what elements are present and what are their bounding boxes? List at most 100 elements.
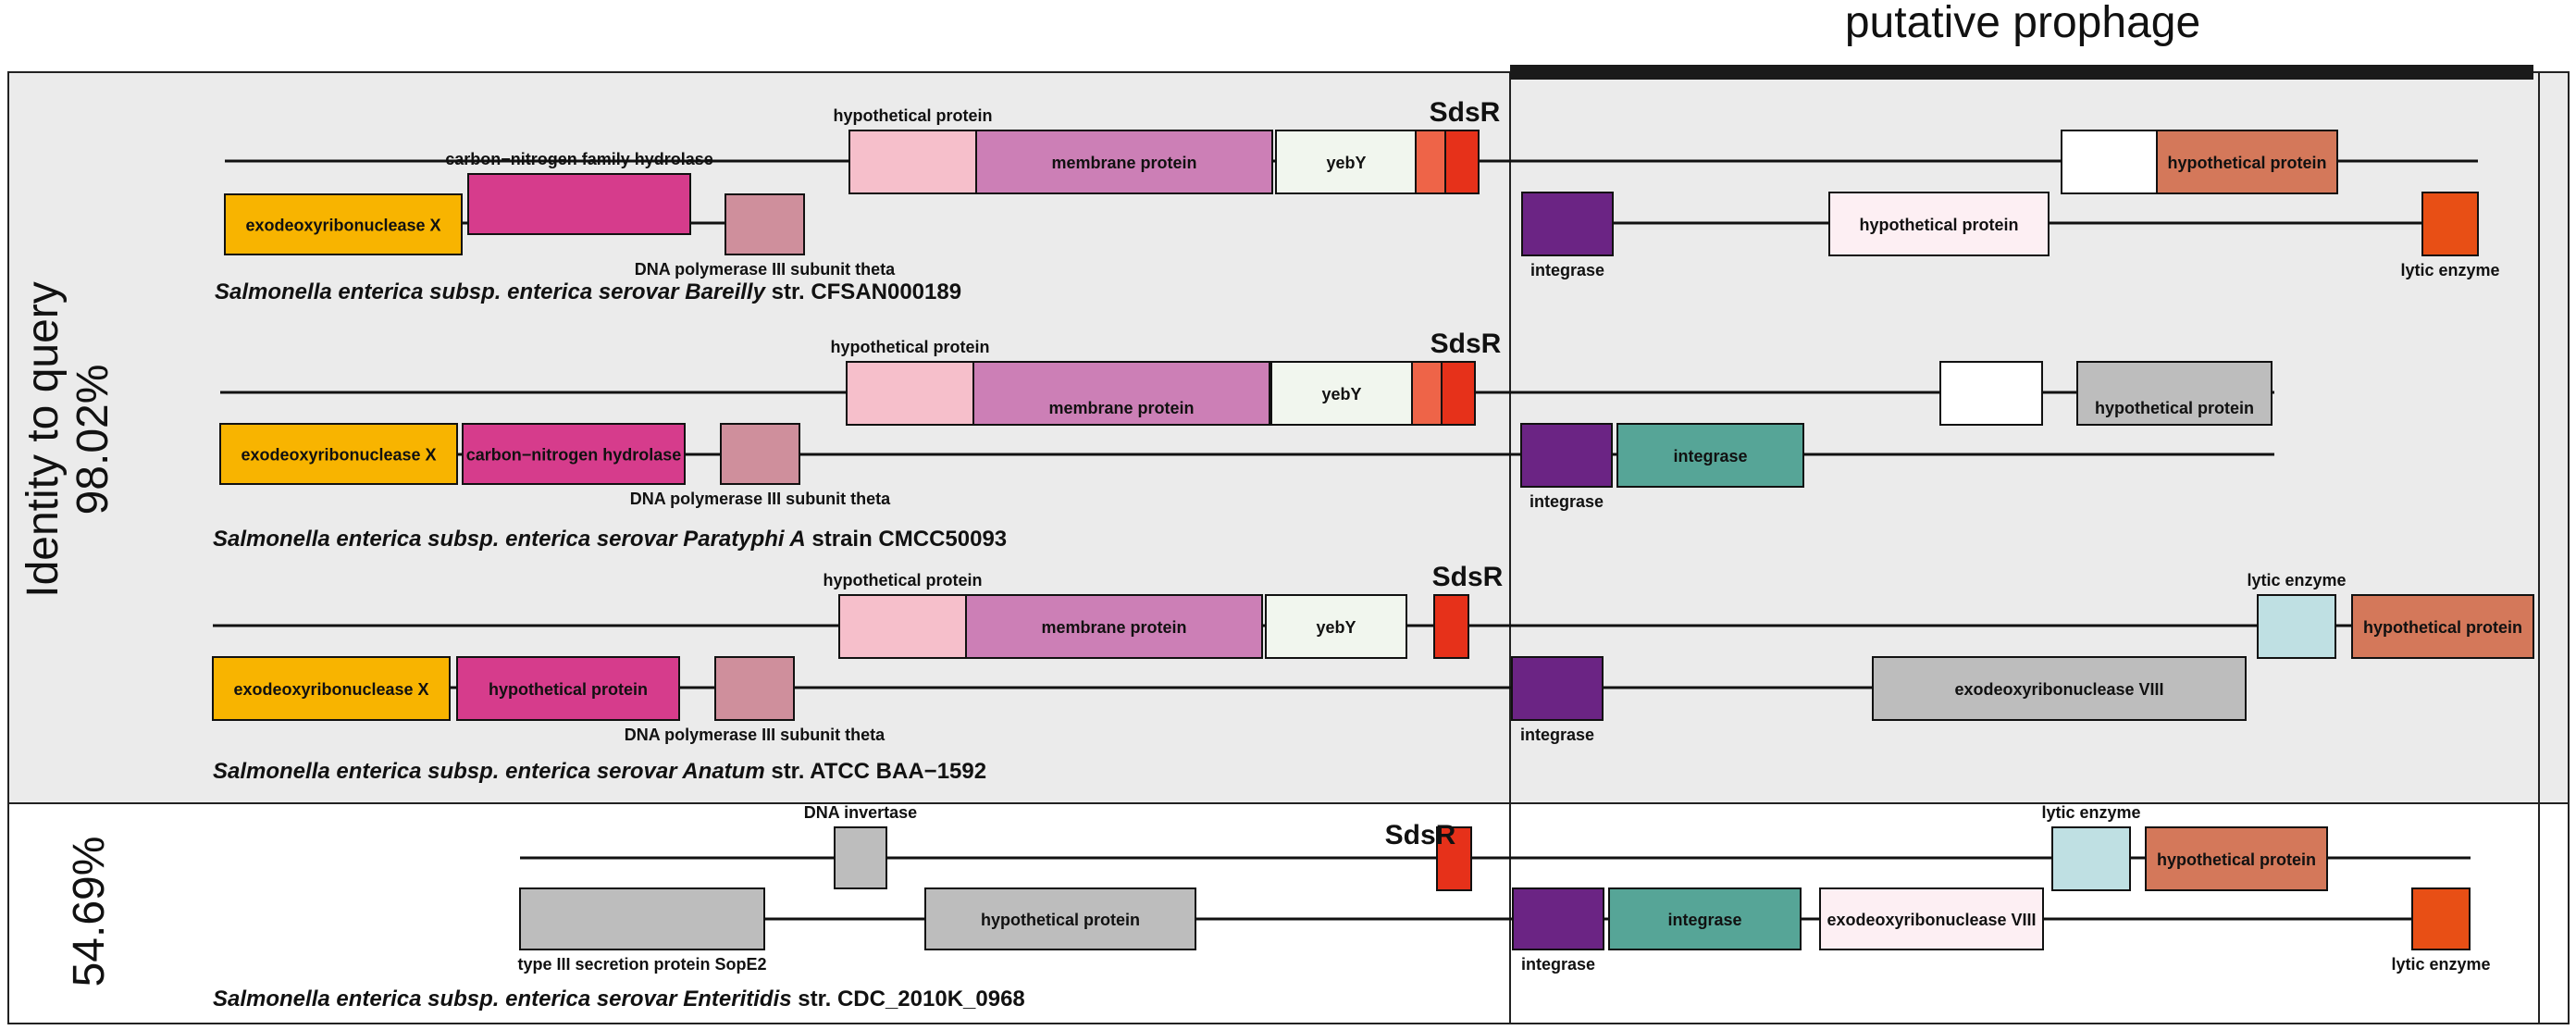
gene-label: DNA invertase <box>804 803 917 822</box>
gene-label: integrase <box>1673 447 1747 465</box>
gene-box <box>212 656 451 721</box>
gene-label: yebY <box>1316 618 1356 637</box>
gene-label: integrase <box>1521 955 1595 974</box>
gene-box <box>1616 423 1804 488</box>
gene-label: membrane protein <box>1041 618 1186 637</box>
species-strain: str. CFSAN000189 <box>765 279 961 304</box>
gene-label: exodeoxyribonuclease X <box>245 217 440 235</box>
gene-box <box>2351 594 2534 659</box>
gene-label: hypothetical protein <box>833 106 992 125</box>
gene-label: DNA polymerase III subunit theta <box>625 726 886 744</box>
track-2: exodeoxyribonuclease X carbon−nitrogen hy… <box>213 329 2274 552</box>
gene-label: DNA polymerase III subunit theta <box>635 260 896 279</box>
species-strain: strain CMCC50093 <box>806 527 1007 552</box>
gene-label: hypothetical protein <box>2363 618 2522 637</box>
gene-box <box>848 130 977 194</box>
sdsR-box <box>1411 361 1443 426</box>
species-italic: Salmonella enterica subsp. enterica sero… <box>213 759 765 784</box>
gene-label: carbon−nitrogen hydrolase <box>466 446 682 465</box>
prophage-label: putative prophage <box>1845 0 2200 47</box>
gene-box <box>975 130 1273 194</box>
track-1: exodeoxyribonuclease X carbon−nitrogen fa… <box>215 97 2500 304</box>
track-3: exodeoxyribonuclease X hypothetical prote… <box>212 562 2534 784</box>
gene-box <box>1608 887 1802 950</box>
species-name: Salmonella enterica subsp. enterica sero… <box>215 279 961 304</box>
gene-box <box>838 594 967 659</box>
gene-box <box>2076 361 2273 426</box>
sdsR-box <box>1415 130 1446 194</box>
species-name: Salmonella enterica subsp. enterica sero… <box>213 759 986 784</box>
gene-label: hypothetical protein <box>830 338 989 356</box>
sdsR-box <box>1436 826 1472 891</box>
species-name: Salmonella enterica subsp. enterica sero… <box>213 987 1025 1011</box>
identity-label-low: 54.69% <box>65 837 114 987</box>
gene-label: hypothetical protein <box>2095 399 2254 417</box>
gene-box <box>965 594 1263 659</box>
gene-label: integrase <box>1530 492 1604 511</box>
sdsR-label: SdsR <box>1385 820 1456 850</box>
gene-box <box>714 656 795 721</box>
gene-label: DNA polymerase III subunit theta <box>630 490 891 508</box>
gene-label: exodeoxyribonuclease X <box>241 446 436 465</box>
gene-box <box>972 361 1270 426</box>
gene-box <box>1270 361 1413 426</box>
gene-box <box>456 656 680 721</box>
gene-box <box>2257 594 2336 659</box>
gene-box <box>720 423 800 485</box>
gene-box <box>846 361 974 426</box>
gene-box <box>1520 423 1613 488</box>
gene-box <box>1521 192 1614 256</box>
gene-box <box>1819 887 2044 950</box>
track-4: type III secretion protein SopE2 DNA inve… <box>213 803 2491 1011</box>
gene-box <box>2156 130 2338 194</box>
gene-box <box>2145 826 2328 891</box>
sdsR-label: SdsR <box>1432 562 1504 592</box>
gene-box <box>462 423 686 485</box>
gene-label: integrase <box>1667 911 1741 929</box>
gene-label: yebY <box>1321 385 1361 403</box>
gene-box <box>519 887 765 950</box>
gene-box <box>724 193 805 255</box>
sdsR-box <box>1433 594 1469 659</box>
gene-label: hypothetical protein <box>981 911 1140 929</box>
gene-label: integrase <box>1520 726 1594 744</box>
panel-low-identity <box>7 802 2570 1024</box>
species-italic: Salmonella enterica subsp. enterica sero… <box>213 987 792 1011</box>
gene-box <box>1265 594 1407 659</box>
gene-box <box>467 173 691 235</box>
sdsR-label: SdsR <box>1430 329 1502 359</box>
sdsR-label: SdsR <box>1430 97 1501 128</box>
gene-label: carbon−nitrogen family hydrolase <box>445 150 713 168</box>
gene-box <box>224 193 463 255</box>
species-italic: Salmonella enterica subsp. enterica sero… <box>213 527 806 552</box>
prophage-bar <box>1510 65 2533 80</box>
species-italic: Salmonella enterica subsp. enterica sero… <box>215 279 767 304</box>
gene-label: hypothetical protein <box>2157 850 2316 869</box>
gene-label: type III secretion protein SopE2 <box>517 955 766 974</box>
gene-box <box>2421 192 2479 256</box>
gene-label: exodeoxyribonuclease VIII <box>1954 680 2163 699</box>
species-name: Salmonella enterica subsp. enterica sero… <box>213 527 1007 552</box>
gene-label: integrase <box>1530 261 1604 279</box>
sdsR-box <box>1444 130 1480 194</box>
species-strain: str. CDC_2010K_0968 <box>792 987 1025 1011</box>
gene-label: membrane protein <box>1051 154 1196 172</box>
gene-box <box>2051 826 2131 891</box>
gene-box <box>1511 656 1604 721</box>
species-strain: str. ATCC BAA−1592 <box>765 759 986 784</box>
gene-label: exodeoxyribonuclease VIII <box>1827 911 2036 929</box>
gene-label: hypothetical protein <box>823 571 982 589</box>
gene-box <box>1275 130 1418 194</box>
gene-label: membrane protein <box>1048 399 1194 417</box>
gene-box <box>1939 361 2043 426</box>
gene-label: lytic enzyme <box>2400 261 2499 279</box>
gene-label: hypothetical protein <box>489 680 648 699</box>
gene-label: exodeoxyribonuclease X <box>233 680 428 699</box>
gene-box <box>2061 130 2158 194</box>
sdsR-box <box>1441 361 1476 426</box>
gene-box <box>2411 887 2471 950</box>
gene-box <box>924 887 1196 950</box>
gene-box <box>834 826 887 889</box>
